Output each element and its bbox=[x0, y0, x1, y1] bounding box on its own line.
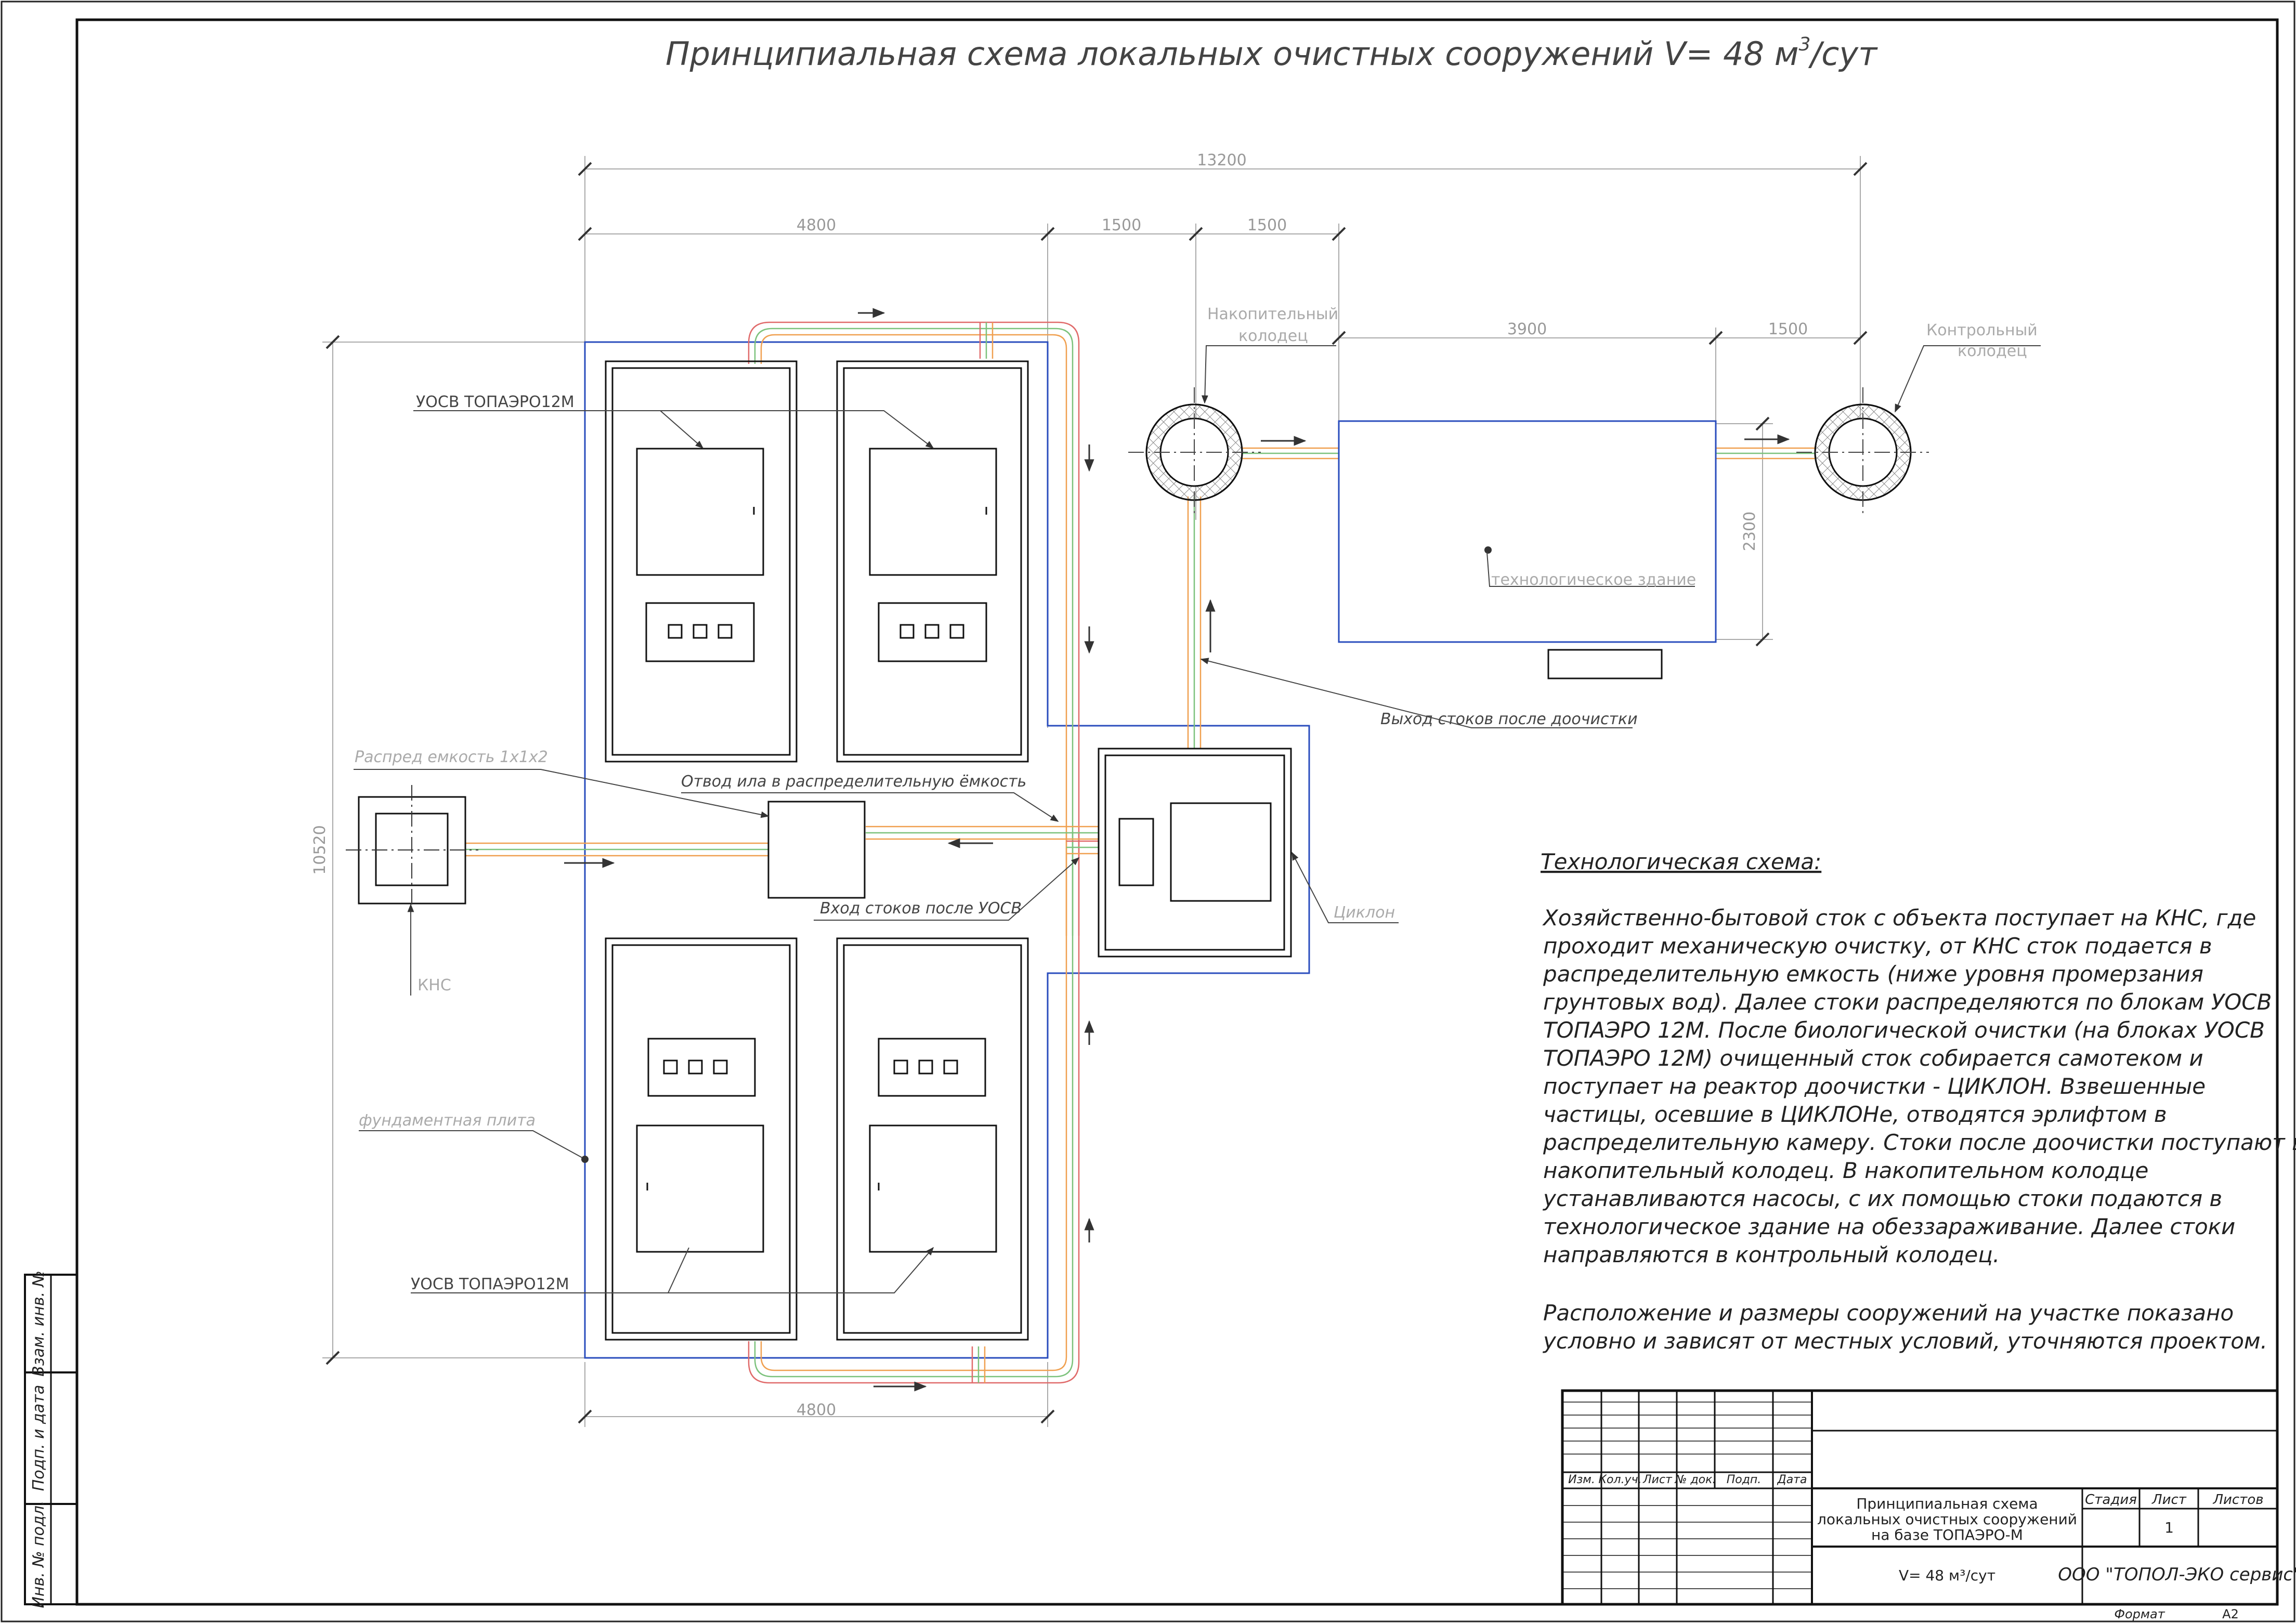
label-storage-well-1: Накопительный bbox=[1207, 305, 1338, 323]
label-cyclone: Циклон bbox=[1334, 904, 1395, 922]
format-label: Формат bbox=[2114, 1607, 2165, 1621]
label-outlet: Выход стоков после доочистки bbox=[1380, 710, 1638, 728]
dimension-lines bbox=[322, 156, 1868, 1427]
notes-line-2: условно и зависят от местных условий, ут… bbox=[1542, 1328, 2267, 1354]
dim-total-width: 13200 bbox=[1197, 151, 1246, 169]
col-podp: Подп. bbox=[1727, 1473, 1762, 1486]
title-block-description-3: на базе ТОПАЭРО-М bbox=[1871, 1526, 2023, 1543]
notes-line: направляются в контрольный колодец. bbox=[1543, 1242, 2000, 1267]
label-uosv-top: УОСВ ТОПАЭРО12М bbox=[416, 393, 575, 411]
dim-block-width-bottom: 4800 bbox=[797, 1401, 836, 1419]
title-block-description-1: Принципиальная схема bbox=[1856, 1495, 2038, 1512]
col-list: Лист bbox=[1642, 1473, 1673, 1486]
notes-line: проходит механическую очистку, от КНС ст… bbox=[1543, 933, 2212, 959]
dim-gap-2: 1500 bbox=[1247, 216, 1287, 234]
notes-line: Хозяйственно-бытовой сток с объекта пост… bbox=[1542, 905, 2256, 931]
title-block-columns: Изм. Кол.уч. Лист № док. Подп. Дата bbox=[1568, 1473, 1807, 1486]
col-izm: Изм. bbox=[1568, 1473, 1595, 1486]
dim-block-width-top: 4800 bbox=[797, 216, 836, 234]
notes-line: частицы, осевшие в ЦИКЛОНе, отводятся эр… bbox=[1543, 1102, 2167, 1127]
sheet-value: 1 bbox=[2164, 1519, 2174, 1536]
label-control-well-1: Контрольный bbox=[1926, 321, 2038, 339]
storage-well bbox=[1128, 387, 1261, 517]
dim-gap-1: 1500 bbox=[1102, 216, 1141, 234]
label-sludge: Отвод ила в распределительную ёмкость bbox=[681, 773, 1026, 791]
notes-line-2: Расположение и размеры сооружений на уча… bbox=[1543, 1300, 2234, 1326]
building-annex bbox=[1547, 649, 1663, 679]
uosv-block-bottom-left bbox=[605, 937, 798, 1341]
title-block-volume: V= 48 м³/сут bbox=[1899, 1567, 1995, 1584]
flow-arrows bbox=[564, 308, 1790, 1392]
notes-line: грунтовых вод). Далее стоки распределяют… bbox=[1543, 989, 2272, 1015]
notes-line: устанавливаются насосы, с их помощью сто… bbox=[1542, 1186, 2222, 1211]
control-well bbox=[1796, 387, 1929, 517]
foundation-slab bbox=[584, 341, 1310, 1359]
uosv-block-top-left bbox=[605, 360, 798, 763]
dim-total-height: 10520 bbox=[311, 825, 329, 874]
cyclone bbox=[1098, 748, 1292, 958]
col-date: Дата bbox=[1777, 1473, 1807, 1486]
distribution-tank bbox=[767, 801, 866, 899]
kns bbox=[346, 785, 478, 915]
label-storage-well-2: колодец bbox=[1238, 327, 1308, 345]
uosv-block-bottom-right bbox=[836, 937, 1029, 1341]
title-block-text: Принципиальная схема локальных очистных … bbox=[1817, 1492, 2296, 1621]
drawing-title: Принципиальная схема локальных очистных … bbox=[666, 34, 1878, 73]
notes-line: накопительный колодец. В накопительном к… bbox=[1543, 1158, 2148, 1183]
side-stamp bbox=[24, 1274, 78, 1605]
sheets-header: Листов bbox=[2212, 1492, 2263, 1508]
title-block-description-2: локальных очистных сооружений bbox=[1817, 1511, 2077, 1528]
technological-building bbox=[1338, 420, 1717, 643]
building-marker bbox=[1484, 546, 1492, 554]
dim-building-length: 3900 bbox=[1507, 320, 1547, 338]
label-inlet: Вход стоков после УОСВ bbox=[820, 899, 1022, 918]
foundation-slab-marker bbox=[581, 1156, 589, 1163]
label-uosv-bottom: УОСВ ТОПАЭРО12М bbox=[411, 1275, 569, 1293]
dim-gap-3: 1500 bbox=[1768, 320, 1808, 338]
label-kns: КНС bbox=[418, 976, 451, 994]
stamp-inv-podl: Инв. № подл. bbox=[30, 1501, 48, 1608]
stage-header: Стадия bbox=[2085, 1492, 2137, 1508]
label-foundation: фундаментная плита bbox=[359, 1111, 536, 1130]
notes-line: ТОПАЭРО 12М. После биологической очистки… bbox=[1543, 1017, 2265, 1043]
stamp-podp-data: Подп. и дата bbox=[30, 1385, 48, 1491]
label-tech-building: технологическое здание bbox=[1491, 571, 1696, 589]
diagram-labels: УОСВ ТОПАЭРО12М УОСВ ТОПАЭРО12М Накопите… bbox=[355, 305, 2038, 1293]
notes-heading: Технологическая схема: bbox=[1541, 849, 1821, 874]
label-control-well-2: колодец bbox=[1958, 342, 2027, 360]
dim-building-depth: 2300 bbox=[1741, 512, 1759, 551]
pipes bbox=[465, 321, 1815, 1384]
dimension-values: 13200 4800 1500 1500 3900 1500 2300 1052… bbox=[311, 151, 1808, 1419]
col-doc: № док. bbox=[1675, 1473, 1716, 1486]
leader-lines bbox=[354, 345, 2041, 1293]
stamp-vzam-inv: Взам. инв. № bbox=[30, 1271, 48, 1377]
notes-line: распределительную емкость (ниже уровня п… bbox=[1543, 961, 2203, 987]
notes-line: технологическое здание на обеззараживани… bbox=[1543, 1214, 2235, 1239]
company-name: ООО "ТОПОЛ-ЭКО сервис" bbox=[2058, 1564, 2296, 1585]
inner-frame bbox=[75, 18, 2279, 1606]
uosv-block-top-right bbox=[836, 360, 1029, 763]
col-kol-uch: Кол.уч. bbox=[1598, 1473, 1641, 1486]
sheet-header: Лист bbox=[2151, 1492, 2187, 1508]
side-stamp-labels: Взам. инв. № Подп. и дата Инв. № подл. bbox=[30, 1271, 48, 1608]
label-distrib-tank: Распред емкость 1х1х2 bbox=[355, 748, 548, 766]
notes-line: ТОПАЭРО 12М) очищенный сток собирается с… bbox=[1543, 1045, 2203, 1071]
technology-notes: Технологическая схема: Хозяйственно-быто… bbox=[1541, 849, 2296, 1354]
notes-line: поступает на реактор доочистки - ЦИКЛОН.… bbox=[1543, 1074, 2206, 1099]
title-block bbox=[1561, 1389, 2279, 1606]
format-value: А2 bbox=[2222, 1607, 2239, 1621]
notes-line: распределительную камеру. Стоки после до… bbox=[1543, 1130, 2296, 1155]
